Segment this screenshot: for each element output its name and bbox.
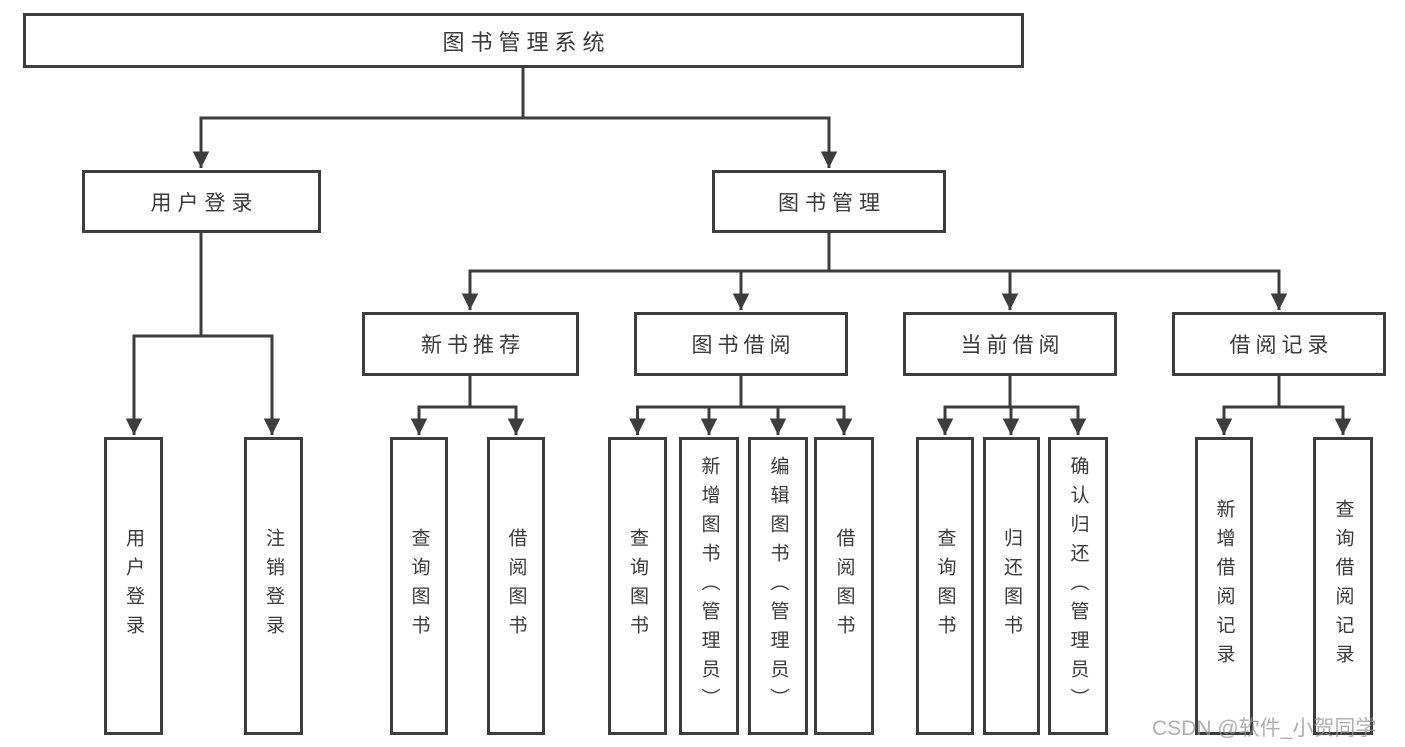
node-label: 图书借阅 [691, 334, 796, 357]
node-current-borrowing: 当前借阅 [903, 312, 1117, 376]
leaf-label: 查询图书 [408, 528, 430, 644]
leaf-borrow-books-newbook: 借阅图书 [487, 437, 545, 735]
leaf-label: 编辑图书（管理员） [767, 455, 789, 717]
leaf-label: 借阅图书 [833, 528, 855, 644]
leaf-label: 查询图书 [627, 528, 648, 644]
leaf-label: 用户登录 [123, 528, 144, 644]
leaf-query-borrow-record: 查询借阅记录 [1313, 437, 1373, 735]
leaf-add-borrow-record: 新增借阅记录 [1195, 437, 1253, 735]
node-new-book-recommendation: 新书推荐 [362, 312, 579, 376]
leaf-label: 确认归还（管理员） [1067, 455, 1089, 717]
node-borrowing-records: 借阅记录 [1172, 312, 1386, 376]
leaf-query-books-newbook: 查询图书 [390, 437, 448, 735]
node-label: 用户登录 [150, 191, 259, 215]
leaf-borrow-books: 借阅图书 [814, 437, 874, 735]
leaf-label: 新增借阅记录 [1213, 499, 1235, 673]
leaf-query-books-current: 查询图书 [916, 437, 974, 735]
leaf-label: 归还图书 [1001, 528, 1022, 644]
leaf-confirm-return-admin: 确认归还（管理员） [1048, 437, 1108, 735]
leaf-edit-books-admin: 编辑图书（管理员） [748, 437, 808, 735]
leaf-logout: 注销登录 [244, 437, 303, 735]
leaf-query-books-borrow: 查询图书 [608, 437, 667, 735]
leaf-label: 借阅图书 [505, 528, 527, 644]
node-label: 当前借阅 [960, 334, 1065, 357]
leaf-user-login: 用户登录 [104, 437, 163, 735]
node-label: 借阅记录 [1229, 334, 1334, 357]
leaf-label: 查询借阅记录 [1332, 499, 1354, 673]
node-book-borrowing: 图书借阅 [634, 312, 848, 376]
node-label: 图书管理 [778, 191, 886, 215]
leaf-label: 新增图书（管理员） [698, 455, 720, 717]
node-user-login: 用户登录 [82, 170, 321, 233]
leaf-label: 查询图书 [934, 528, 956, 644]
node-book-management: 图书管理 [712, 170, 946, 233]
node-library-management-system: 图书管理系统 [23, 13, 1024, 68]
leaf-label: 注销登录 [263, 528, 284, 644]
leaf-add-books-admin: 新增图书（管理员） [679, 437, 739, 735]
node-label: 新书推荐 [421, 334, 525, 357]
leaf-return-books: 归还图书 [983, 437, 1040, 735]
node-label: 图书管理系统 [442, 29, 611, 55]
